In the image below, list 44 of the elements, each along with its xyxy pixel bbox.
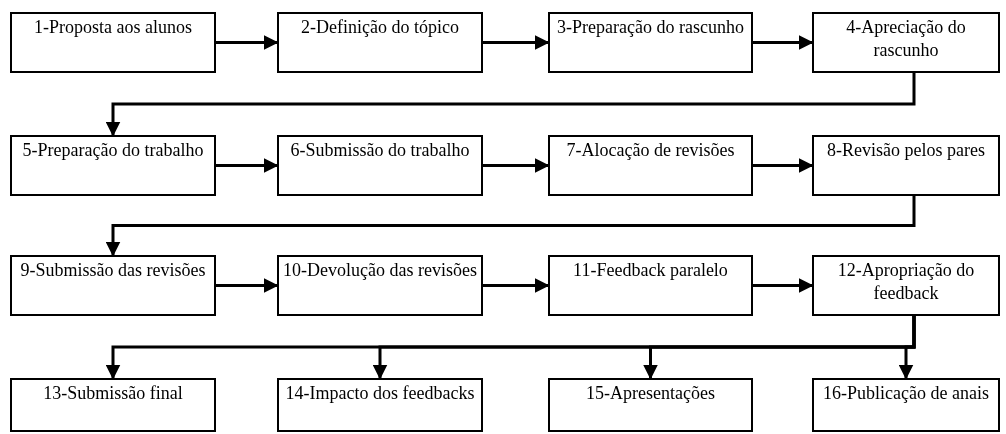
process-box <box>277 255 483 316</box>
process-box <box>548 378 753 432</box>
step-label: 7-Alocação de revisões <box>566 139 735 162</box>
arrow <box>753 35 814 50</box>
arrow <box>216 158 279 173</box>
step-label: 16-Publicação de anais <box>823 382 989 405</box>
step-label: 4-Apreciação do rascunho <box>845 16 967 62</box>
process-box <box>548 12 753 73</box>
process-box <box>812 135 1000 196</box>
arrow <box>105 73 916 137</box>
step-label: 5-Preparação do trabalho <box>22 139 204 162</box>
arrow <box>483 278 550 293</box>
process-box <box>548 135 753 196</box>
step-label: 13-Submissão final <box>43 382 183 405</box>
arrow <box>483 35 550 50</box>
process-box <box>812 255 1000 316</box>
arrow <box>216 35 279 50</box>
arrow <box>753 158 814 173</box>
process-box <box>277 12 483 73</box>
process-box <box>548 255 753 316</box>
step-label: 2-Definição do tópico <box>301 16 459 39</box>
step-label: 15-Apresentações <box>586 382 715 405</box>
step-label: 14-Impacto dos feedbacks <box>285 382 475 405</box>
process-box <box>812 378 1000 432</box>
step-label: 6-Submissão do trabalho <box>290 139 470 162</box>
step-label: 1-Proposta aos alunos <box>34 16 192 39</box>
arrow <box>216 278 279 293</box>
process-box <box>10 378 216 432</box>
process-box <box>10 12 216 73</box>
arrow <box>483 158 550 173</box>
arrow <box>753 278 814 293</box>
arrow <box>898 316 916 380</box>
arrow <box>105 196 916 257</box>
step-label: 12-Apropriação do feedback <box>836 259 976 305</box>
process-box <box>812 12 1000 73</box>
process-box <box>277 135 483 196</box>
process-box <box>277 378 483 432</box>
step-label: 10-Devolução das revisões <box>283 259 477 282</box>
step-label: 11-Feedback paralelo <box>573 259 728 282</box>
step-label: 9-Submissão das revisões <box>20 259 206 282</box>
step-label: 8-Revisão pelos pares <box>827 139 985 162</box>
process-box <box>10 255 216 316</box>
step-label: 3-Preparação do rascunho <box>557 16 744 39</box>
process-box <box>10 135 216 196</box>
